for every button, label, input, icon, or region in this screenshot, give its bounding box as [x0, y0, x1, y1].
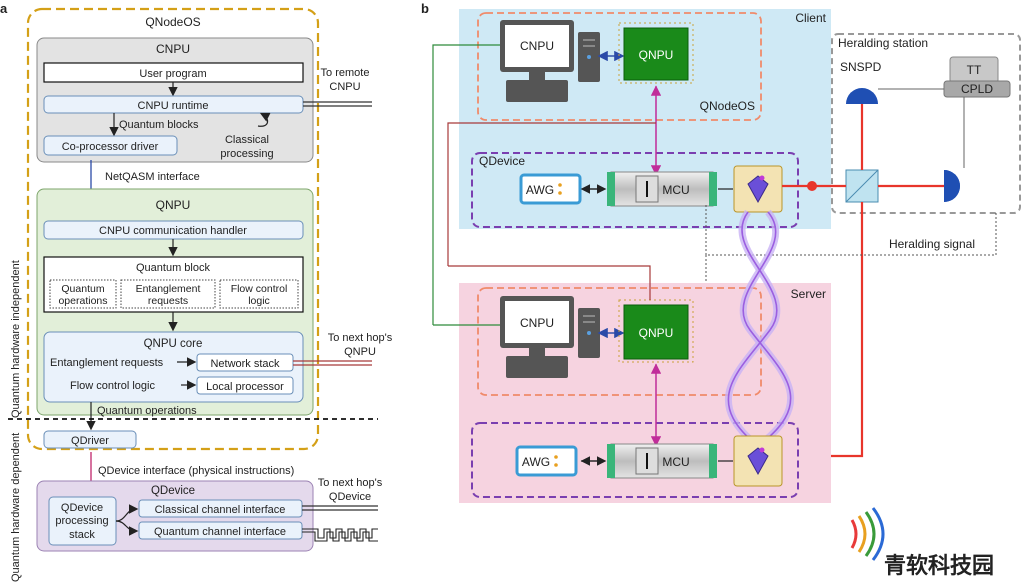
client-sample — [733, 165, 783, 213]
snspd-detector-top — [846, 88, 878, 104]
user-program-text: User program — [139, 68, 206, 80]
to-next-qnpu-l2: QNPU — [344, 346, 376, 358]
qb-entanglement-l1: Entanglement — [136, 283, 201, 295]
client-awg-label: AWG — [526, 183, 554, 197]
qnodeos-boundary — [26, 7, 320, 451]
qdevice-stack-l1: QDevice — [61, 502, 103, 514]
client-label: Client — [795, 11, 826, 25]
server-qdevice-boundary — [471, 422, 799, 498]
client-cnpu-computer — [500, 20, 600, 102]
classical-channel-box — [138, 499, 303, 518]
qnpu-core-title: QNPU core — [144, 338, 203, 350]
cpld-label: CPLD — [961, 82, 993, 96]
tt-label: TT — [967, 63, 982, 77]
qdriver-text: QDriver — [71, 435, 109, 447]
coprocessor-driver-box — [43, 135, 178, 156]
server-qnpu-chip — [618, 299, 694, 363]
qb-operations-l1: Quantum — [61, 283, 104, 295]
client-qdevice-boundary — [471, 152, 799, 228]
heralding-station-boundary — [831, 33, 1021, 214]
network-stack-text: Network stack — [210, 358, 280, 370]
network-stack-box — [196, 353, 294, 372]
flow-control-label: Flow control logic — [70, 380, 155, 392]
client-awg-box — [519, 173, 582, 205]
qdevice-stack-l2: processing — [55, 515, 108, 527]
hw-independent-label: Quantum hardware independent — [10, 260, 22, 418]
server-label: Server — [791, 287, 826, 301]
client-mcu-label: MCU — [662, 183, 689, 197]
classical-processing-l2: processing — [220, 148, 273, 160]
qb-operations-box — [49, 279, 117, 309]
client-qdevice-label: QDevice — [479, 154, 525, 168]
client-qnpu-label: QNPU — [639, 48, 674, 62]
snspd-label: SNSPD — [840, 60, 882, 74]
client-qnpu-chip — [618, 22, 694, 84]
qb-operations-l2: operations — [58, 295, 107, 307]
qb-flow-l2: logic — [248, 295, 270, 307]
coprocessor-driver-text: Co-processor driver — [62, 141, 159, 153]
quantum-blocks-label: Quantum blocks — [119, 119, 199, 131]
server-awg-label: AWG — [522, 455, 550, 469]
qb-entanglement-box — [120, 279, 216, 309]
heralding-signal-line-server — [705, 213, 997, 446]
heralding-signal-label: Heralding signal — [889, 237, 975, 251]
server-cnpu-computer — [500, 296, 600, 378]
qnpu-classical-link — [447, 122, 656, 266]
cnpu-title: CNPU — [156, 42, 190, 56]
server-qnpu-label: QNPU — [639, 326, 674, 340]
server-sample — [733, 435, 783, 487]
cnpu-runtime-box — [43, 95, 304, 114]
local-processor-box — [196, 376, 294, 395]
entangled-fiber — [724, 209, 794, 449]
cnpu-runtime-text: CNPU runtime — [138, 100, 209, 112]
quantum-channel-text: Quantum channel interface — [154, 526, 286, 538]
quantum-block-title: Quantum block — [136, 262, 210, 274]
server-awg-box — [515, 445, 578, 477]
client-cnpu-label: CNPU — [520, 39, 554, 53]
local-processor-text: Local processor — [206, 381, 284, 393]
qdevice-interface-label: QDevice interface (physical instructions… — [98, 465, 294, 477]
heralding-station-label: Heralding station — [838, 36, 928, 50]
to-next-qnpu-l1: To next hop's — [328, 332, 393, 344]
cnpu-classical-link — [432, 44, 500, 325]
panel-a-label: a — [0, 1, 8, 16]
qb-flow-box — [219, 279, 299, 309]
to-remote-l2: CNPU — [329, 81, 360, 93]
qdevice-stack-l3: stack — [69, 529, 95, 541]
server-mcu-label: MCU — [662, 455, 689, 469]
to-next-qdevice-l1: To next hop's — [318, 477, 383, 489]
qnodeos-title: QNodeOS — [145, 15, 200, 29]
qdriver-box — [43, 430, 137, 449]
client-qnodeos-label: QNodeOS — [700, 99, 755, 113]
to-next-qdevice-l2: QDevice — [329, 491, 371, 503]
qb-entanglement-l2: requests — [148, 295, 188, 307]
classical-processing-l1: Classical — [225, 134, 269, 146]
client-mcu-board — [607, 171, 717, 207]
qb-flow-l1: Flow control — [231, 283, 288, 295]
qnpu-title: QNPU — [156, 198, 191, 212]
comm-handler-text: CNPU communication handler — [99, 225, 247, 237]
server-mcu-board — [607, 443, 717, 479]
quantum-channel-box — [138, 521, 303, 540]
to-remote-l1: To remote — [321, 67, 370, 79]
quantum-channel-wave-2 — [302, 531, 378, 542]
hw-dependent-label: Quantum hardware dependent — [10, 433, 22, 582]
qdevice-title: QDevice — [151, 485, 195, 497]
watermark-logo — [850, 507, 885, 561]
classical-channel-text: Classical channel interface — [155, 504, 286, 516]
netqasm-label: NetQASM interface — [105, 171, 200, 183]
quantum-operations-label: Quantum operations — [97, 405, 197, 417]
watermark-text: 青软科技园 — [884, 553, 994, 578]
panel-b-label: b — [421, 1, 429, 16]
client-qnodeos-boundary — [477, 12, 762, 121]
server-cnpu-label: CNPU — [520, 316, 554, 330]
ent-requests-label: Entanglement requests — [50, 357, 164, 369]
